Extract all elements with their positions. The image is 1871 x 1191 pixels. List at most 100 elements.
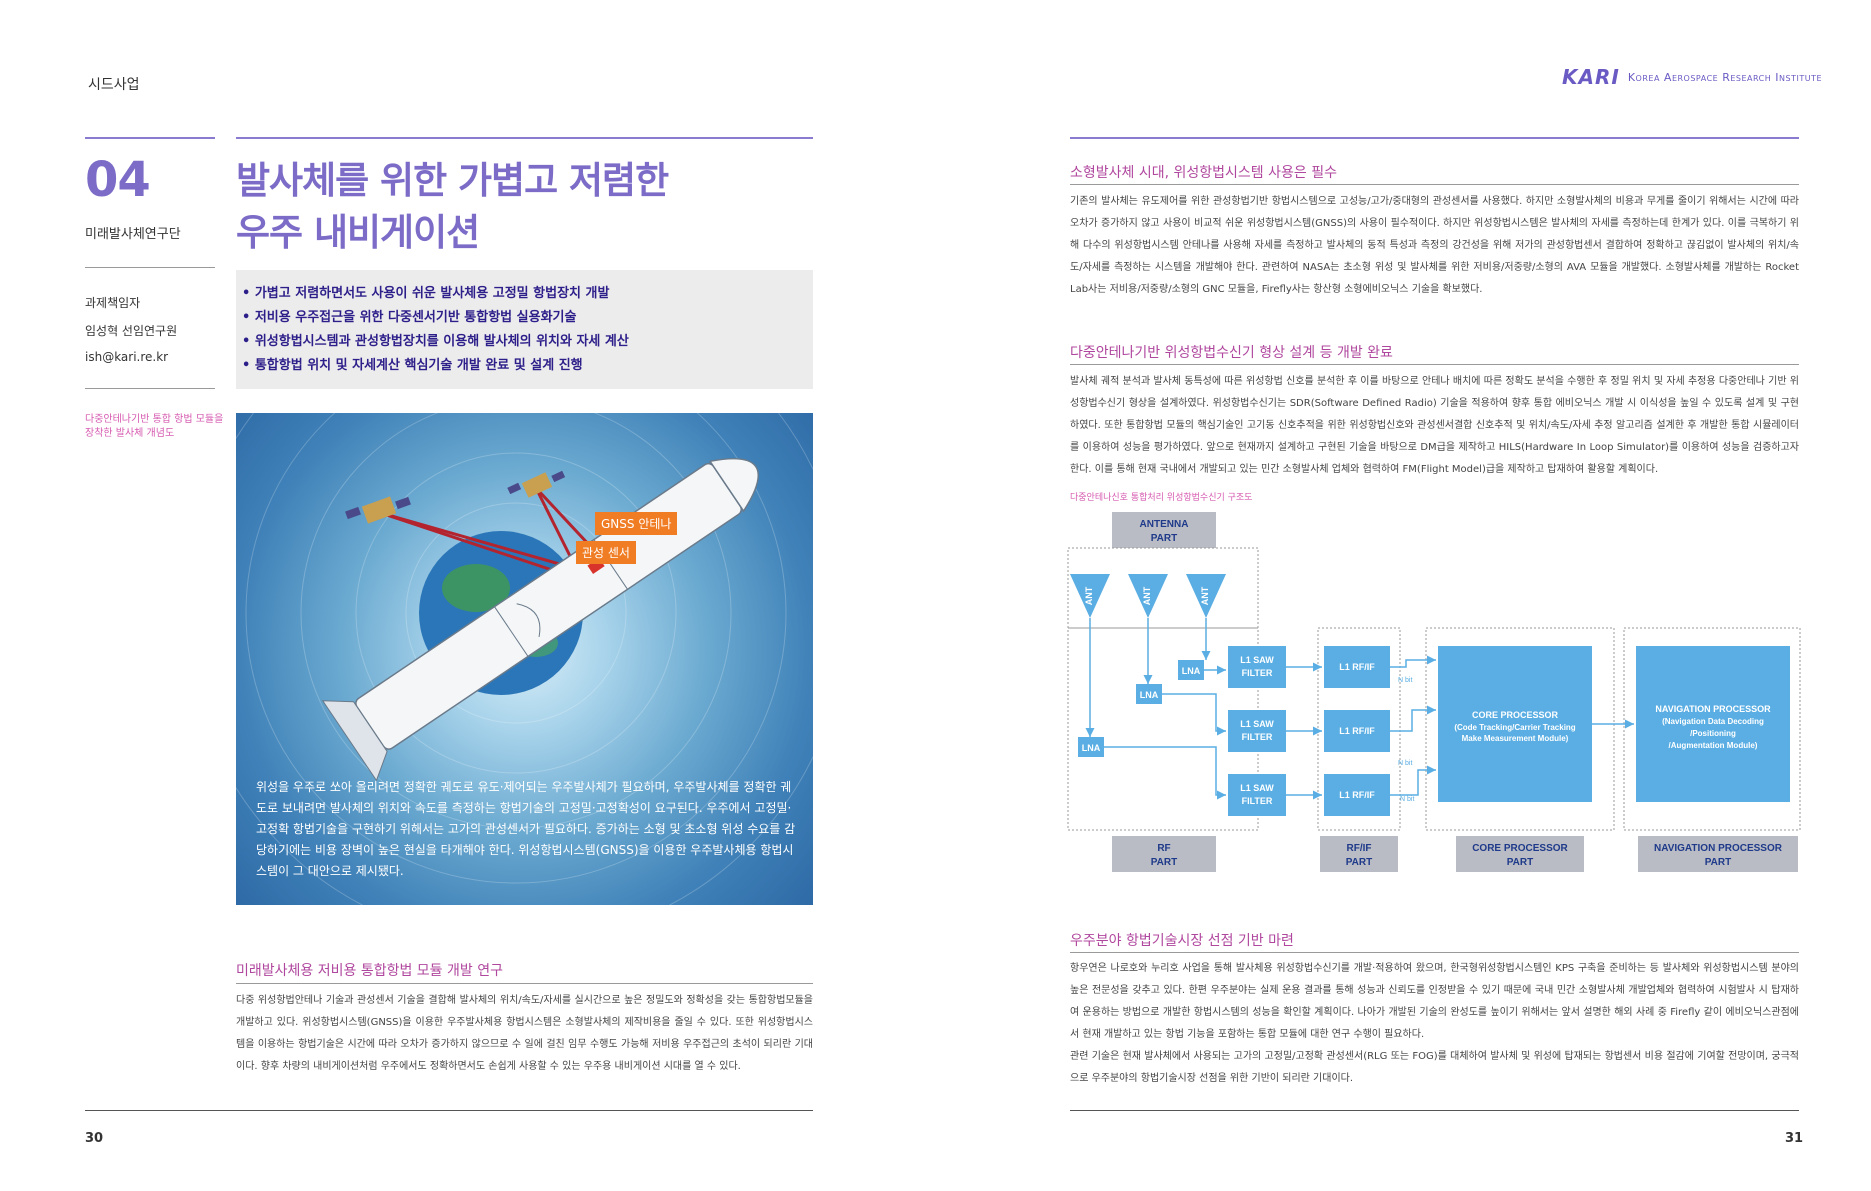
antenna-icon: ANT xyxy=(1070,574,1110,618)
core-processor-block xyxy=(1438,646,1592,802)
rfif-label: L1 RF/IF xyxy=(1339,726,1375,736)
receiver-block-diagram: ANTENNA PART ANT ANT ANT LNA LNA LNA L1 … xyxy=(1067,512,1801,872)
rfif-label: L1 RF/IF xyxy=(1339,662,1375,672)
lna-block xyxy=(1136,684,1162,704)
image-caption-line1: 다중안테나기반 통합 항법 모듈을 xyxy=(85,414,224,425)
right-s2-body: 발사체 궤적 분석과 발사체 동특성에 따른 위성항법 신호를 분석한 후 이를… xyxy=(1070,376,1799,475)
saw-filter-block xyxy=(1228,710,1286,752)
meta-divider xyxy=(85,267,215,268)
saw-filter-label: FILTER xyxy=(1242,796,1273,806)
pi-email: ish@kari.re.kr xyxy=(85,350,169,364)
right-s3-rule xyxy=(1070,952,1799,953)
right-s2-title: 다중안테나기반 위성항법수신기 형상 설계 등 개발 완료 xyxy=(1070,345,1393,361)
image-caption-line2: 장착한 발사체 개념도 xyxy=(85,428,175,439)
satellite-icon xyxy=(345,496,411,524)
navigation-processor-block xyxy=(1636,646,1790,802)
nav-part-footer xyxy=(1638,836,1798,872)
nbit-label: N bit xyxy=(1400,796,1414,803)
saw-filter-label: L1 SAW xyxy=(1240,655,1274,665)
left-section-rule xyxy=(236,983,813,984)
nav-processor-label: /Augmentation Module) xyxy=(1669,741,1758,750)
left-top-rule xyxy=(85,137,215,139)
hero-svg xyxy=(236,413,813,905)
rfif-region xyxy=(1317,627,1401,831)
nbit-label: N bit xyxy=(1398,760,1412,767)
orbit-rings xyxy=(236,413,813,905)
summary-list: 가볍고 저렴하면서도 사용이 쉬운 발사체용 고정밀 항법장치 개발 저비용 우… xyxy=(236,270,813,378)
saw-filter-block xyxy=(1228,774,1286,816)
summary-item: 저비용 우주접근을 위한 다중센서기반 통합항법 실용화기술 xyxy=(242,306,813,330)
right-top-rule xyxy=(1070,137,1799,139)
nbit-label: N bit xyxy=(1398,677,1412,684)
launch-vehicle-illustration: GNSS 안테나 관성 센서 위성을 우주로 쏘아 올리려면 정확한 궤도로 유… xyxy=(236,413,813,905)
right-s1-title: 소형발사체 시대, 위성항법시스템 사용은 필수 xyxy=(1070,165,1337,181)
antenna-part-header xyxy=(1112,512,1216,548)
main-title-line1: 발사체를 위한 가볍고 저렴한 xyxy=(236,159,669,202)
right-s1-body: 기존의 발사체는 유도제어를 위한 관성항법기반 항법시스템으로 고성능/고가/… xyxy=(1070,196,1799,295)
lna-label: LNA xyxy=(1140,690,1159,700)
lna-block xyxy=(1078,737,1104,757)
right-bottom-rule xyxy=(1070,1110,1799,1111)
antenna-icon: ANT xyxy=(1186,574,1226,618)
core-region xyxy=(1425,627,1615,831)
rfif-block xyxy=(1324,774,1390,816)
saw-filter-label: FILTER xyxy=(1242,732,1273,742)
summary-item: 통합항법 위치 및 자세계산 핵심기술 개발 완료 및 설계 진행 xyxy=(242,354,813,378)
hero-text: 위성을 우주로 쏘아 올리려면 정확한 궤도로 유도·제어되는 우주발사체가 필… xyxy=(256,780,796,878)
main-title: 발사체를 위한 가볍고 저렴한 우주 내비게이션 xyxy=(236,155,669,259)
nav-processor-label: /Positioning xyxy=(1690,729,1736,738)
department: 미래발사체연구단 xyxy=(85,227,181,242)
saw-filter-label: FILTER xyxy=(1242,668,1273,678)
rfif-part-footer xyxy=(1320,836,1398,872)
pi-label: 과제책임자 xyxy=(85,296,141,310)
signal-arrows xyxy=(1085,618,1634,800)
right-s3-body-1: 항우연은 나로호와 누리호 사업을 통해 발사체용 위성항법수신기를 개발·적용… xyxy=(1070,963,1799,1040)
saw-filter-label: L1 SAW xyxy=(1240,719,1274,729)
right-s3-body-2: 관련 기술은 현재 발사체에서 사용되는 고가의 고정밀/고정확 관성센서(RL… xyxy=(1070,1051,1799,1084)
logo-text: Korea Aerospace Research Institute xyxy=(1627,70,1823,84)
left-bottom-rule xyxy=(85,1110,813,1111)
satellite-icon xyxy=(507,470,566,498)
rf-part-footer xyxy=(1112,836,1216,872)
part-label: PART xyxy=(1346,857,1372,868)
right-s1-rule xyxy=(1070,184,1799,185)
main-title-line2: 우주 내비게이션 xyxy=(236,211,480,254)
saw-filter-block xyxy=(1228,646,1286,688)
title-top-rule xyxy=(236,137,813,139)
gnss-antenna-tag: GNSS 안테나 xyxy=(595,512,678,535)
part-label: RF/IF xyxy=(1347,843,1372,854)
part-label: NAVIGATION PROCESSOR xyxy=(1654,843,1783,854)
earth-land-icon xyxy=(442,564,510,612)
lna-label: LNA xyxy=(1082,743,1101,753)
right-s2-rule xyxy=(1070,364,1799,365)
core-processor-label: CORE PROCESSOR xyxy=(1472,710,1559,720)
lna-block xyxy=(1178,660,1204,680)
diagram-caption: 다중안테나신호 통합처리 위성항법수신기 구조도 xyxy=(1070,493,1253,503)
antenna-part-label-2: PART xyxy=(1151,533,1177,544)
lna-label: LNA xyxy=(1182,666,1201,676)
antenna-icon: ANT xyxy=(1128,574,1168,618)
rfif-block xyxy=(1324,710,1390,752)
core-part-footer xyxy=(1456,836,1584,872)
left-section-title: 미래발사체용 저비용 통합항법 모듈 개발 연구 xyxy=(236,963,503,979)
rfif-label: L1 RF/IF xyxy=(1339,790,1375,800)
summary-item: 위성항법시스템과 관성항법장치를 이용해 발사체의 위치와 자세 계산 xyxy=(242,330,813,354)
saw-filter-label: L1 SAW xyxy=(1240,783,1274,793)
svg-text:ANT: ANT xyxy=(1142,586,1152,605)
rfif-block xyxy=(1324,646,1390,688)
page-number-right: 31 xyxy=(1785,1131,1804,1146)
left-section-body: 다중 위성항법안테나 기술과 관성센서 기술을 결합해 발사체의 위치/속도/자… xyxy=(236,995,813,1072)
part-label: PART xyxy=(1507,857,1533,868)
nav-processor-label: (Navigation Data Decoding xyxy=(1662,717,1764,726)
svg-text:ANT: ANT xyxy=(1084,586,1094,605)
nav-region xyxy=(1623,627,1801,831)
part-label: PART xyxy=(1705,857,1731,868)
svg-text:ANT: ANT xyxy=(1200,586,1210,605)
nav-processor-label: NAVIGATION PROCESSOR xyxy=(1655,704,1771,714)
image-caption: 다중안테나기반 통합 항법 모듈을 장착한 발사체 개념도 xyxy=(85,413,223,441)
rocket-icon xyxy=(321,457,759,782)
part-label: CORE PROCESSOR xyxy=(1472,843,1568,854)
summary-item: 가볍고 저렴하면서도 사용이 쉬운 발사체용 고정밀 항법장치 개발 xyxy=(242,282,813,306)
project-number: 04 xyxy=(85,152,151,208)
core-processor-label: Make Measurement Module) xyxy=(1462,734,1569,743)
